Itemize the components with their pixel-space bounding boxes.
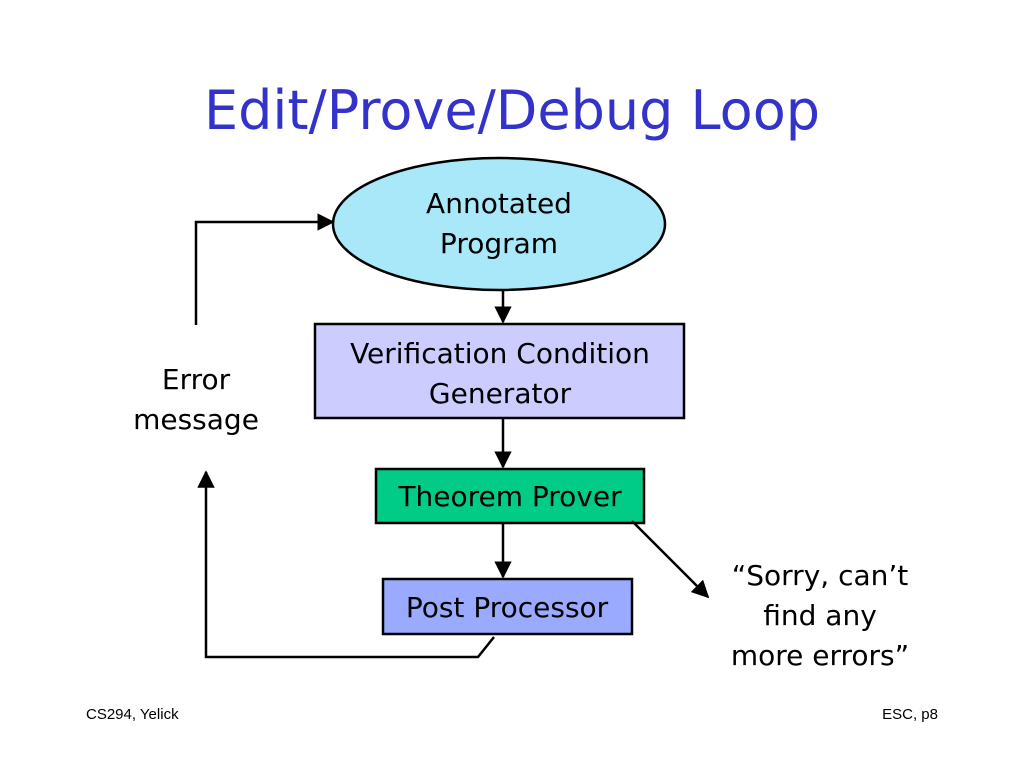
theorem-prover-shape	[374, 467, 646, 525]
node-vc-generator: Verification Condition Generator	[313, 322, 686, 420]
sorry-message-label: “Sorry, can’t find any more errors”	[731, 559, 909, 672]
footer-course: CS294, Yelick	[86, 706, 179, 723]
vc-generator-label-line1: Verification Condition	[350, 337, 650, 370]
sorry-message-line3: more errors”	[731, 639, 909, 672]
post-processor-label: Post Processor	[406, 591, 609, 624]
arrow-error-to-program	[194, 213, 335, 325]
annotated-program-label-line2: Program	[440, 227, 558, 260]
sorry-message-line1: “Sorry, can’t	[732, 559, 909, 592]
vc-generator-label-line2: Generator	[429, 377, 572, 410]
sorry-message-line2: find any	[763, 599, 877, 632]
vc-generator-shape	[313, 322, 686, 420]
node-post-processor: Post Processor	[381, 577, 634, 636]
annotated-program-label-line1: Annotated	[426, 187, 572, 220]
node-annotated-program: Annotated Program	[331, 156, 667, 292]
annotated-program-shape	[331, 156, 667, 292]
arrow-prover-to-sorry	[631, 520, 710, 599]
theorem-prover-label: Theorem Prover	[397, 480, 622, 513]
node-theorem-prover: Theorem Prover	[374, 467, 646, 525]
footer-page: ESC, p8	[882, 706, 938, 723]
error-message-line2: message	[133, 403, 259, 436]
post-processor-shape	[381, 577, 634, 636]
error-message-line1: Error	[162, 363, 231, 396]
arrow-postproc-to-error	[197, 470, 495, 659]
error-message-label: Error message	[133, 363, 259, 436]
slide-title: Edit/Prove/Debug Loop	[203, 79, 821, 142]
